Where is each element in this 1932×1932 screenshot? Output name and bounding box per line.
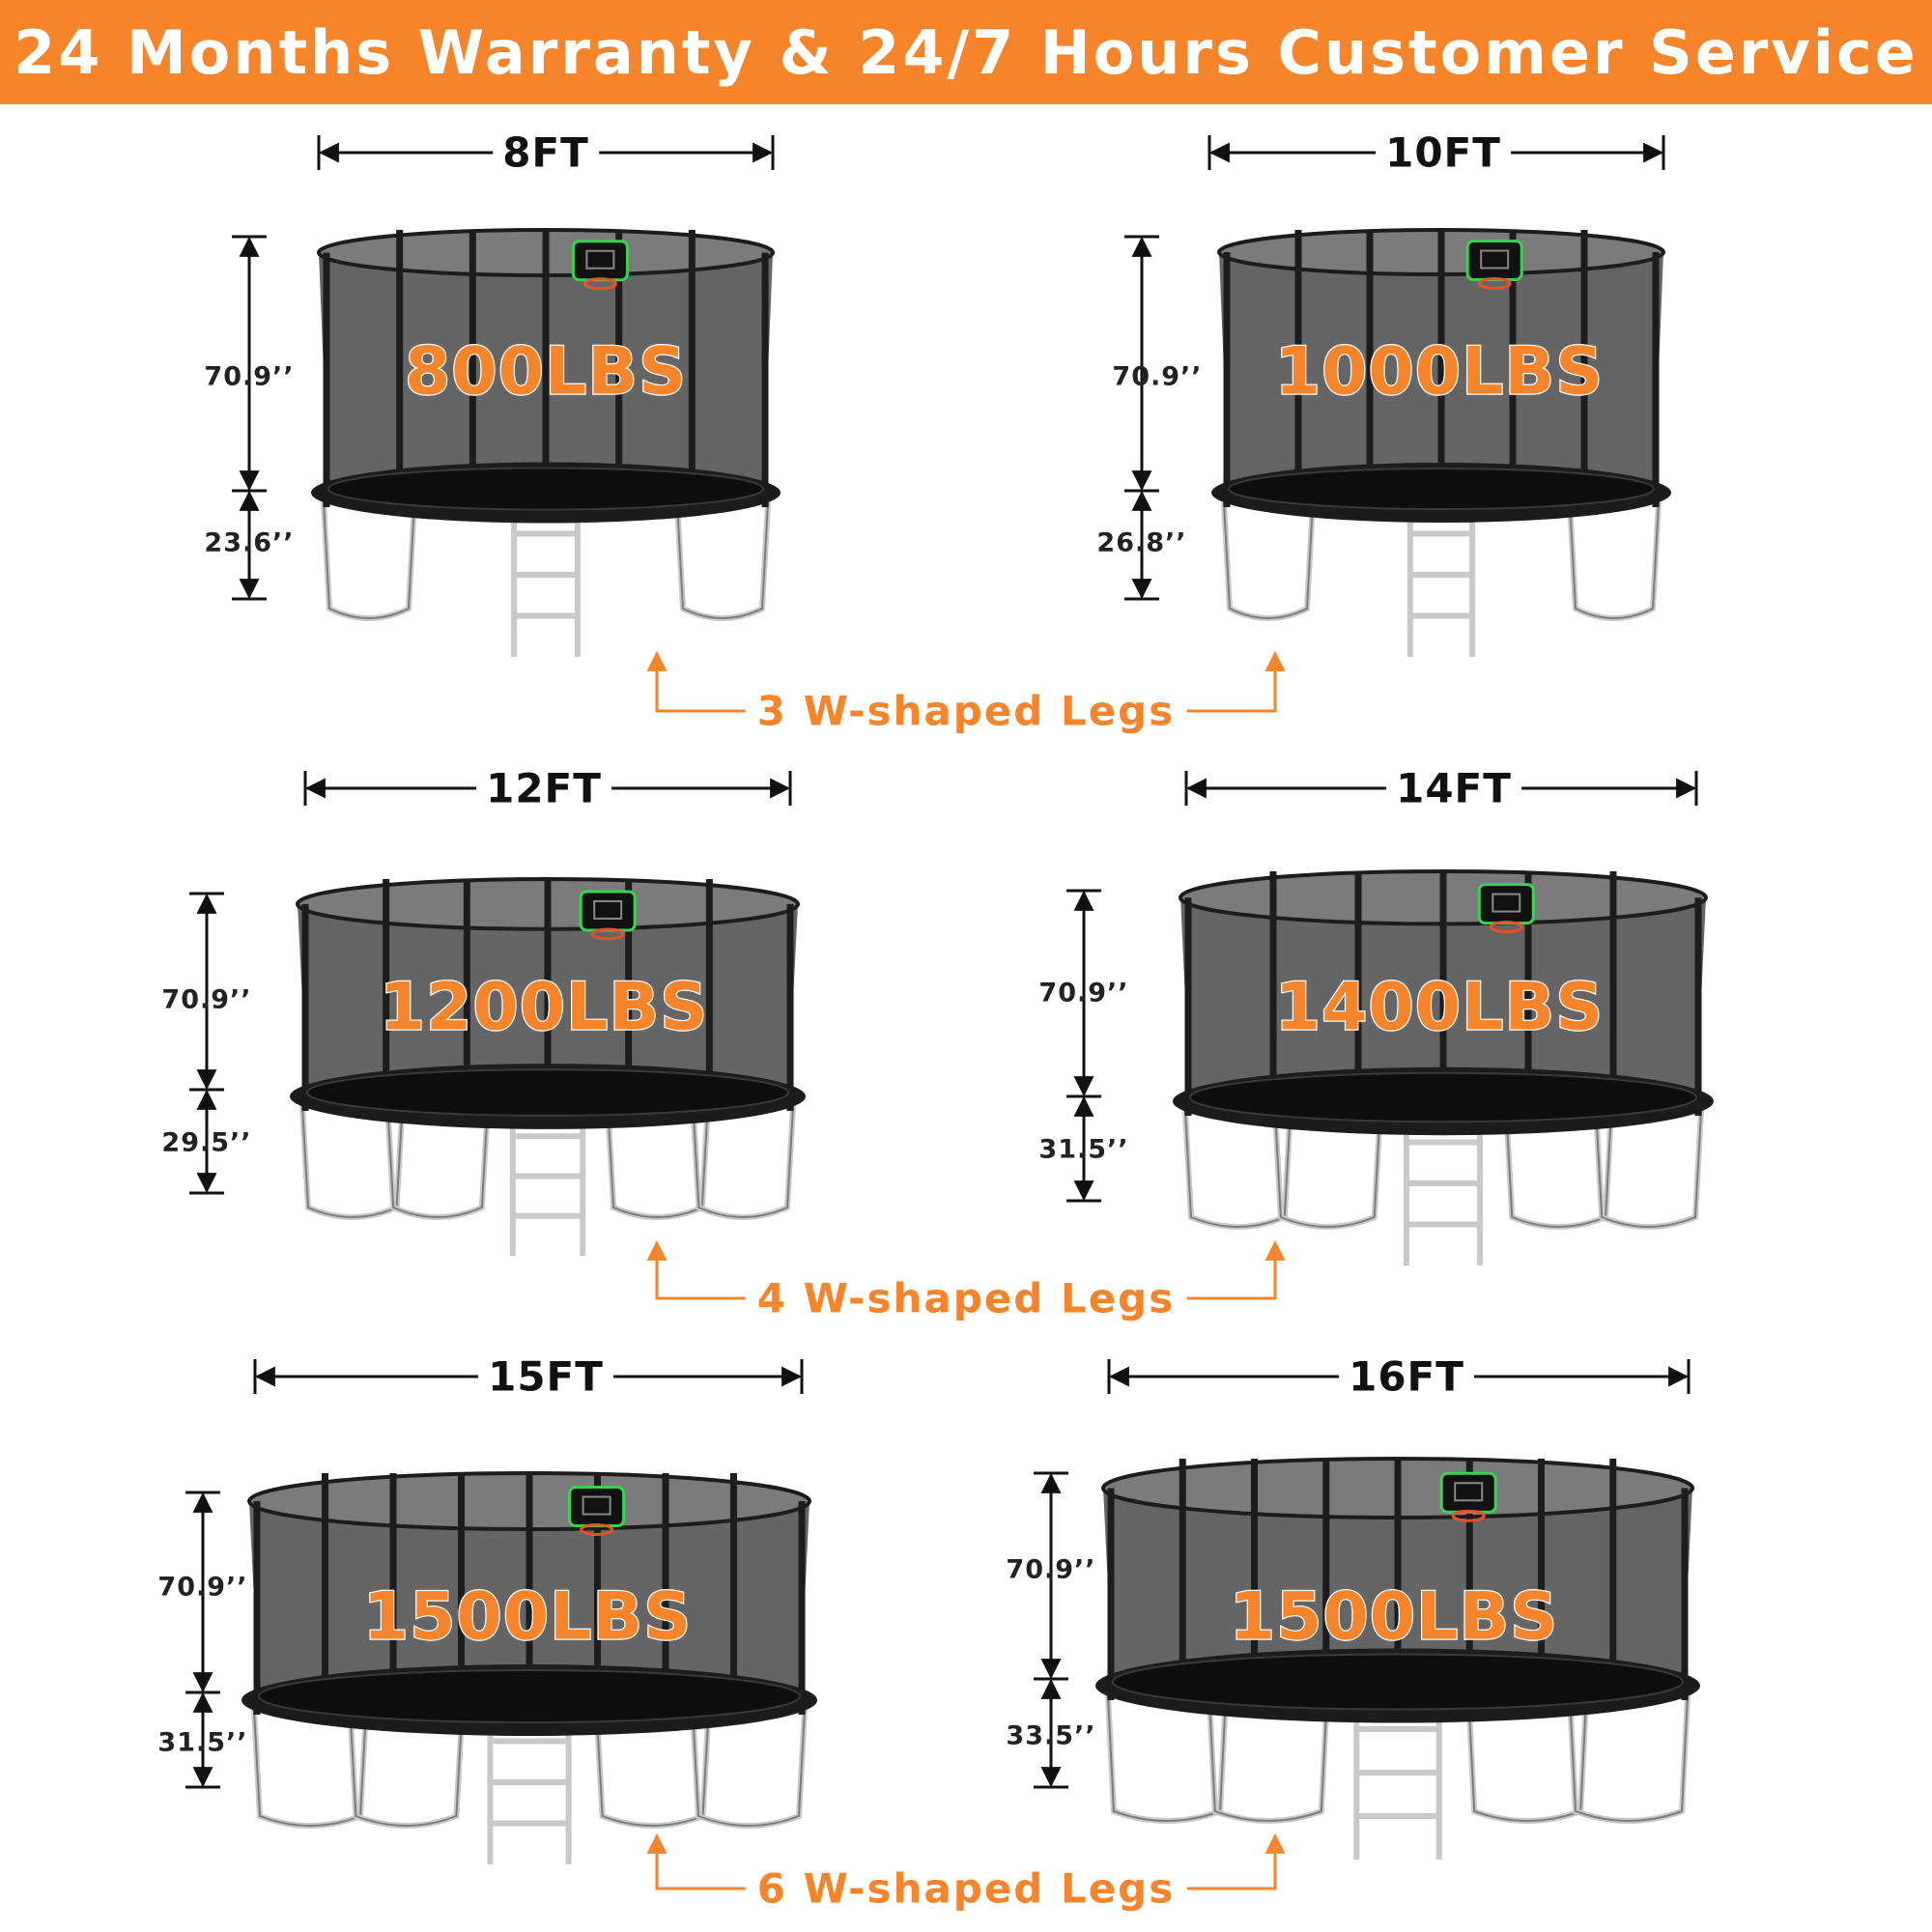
trampoline-6 xyxy=(1034,1359,1700,1860)
w-shaped-leg-edge xyxy=(1595,1110,1702,1228)
capacity-12ft: 1200LBS xyxy=(379,968,709,1047)
basketball-backboard xyxy=(579,890,637,932)
size-label-15ft: 15FT xyxy=(478,1352,613,1401)
banner-text: 24 Months Warranty & 24/7 Hours Customer… xyxy=(14,16,1918,88)
backboard-target xyxy=(593,899,623,920)
w-shaped-leg-edge xyxy=(692,1709,806,1827)
capacity-14ft: 1400LBS xyxy=(1274,968,1605,1047)
legs-arrow-left xyxy=(646,650,763,713)
jumping-mat xyxy=(1189,1071,1697,1123)
leg-group-arrow-1 xyxy=(646,650,1286,713)
w-shaped-leg xyxy=(674,501,771,621)
legs-arrow-right xyxy=(1169,650,1286,713)
backboard-target xyxy=(1454,1482,1484,1502)
basketball-backboard xyxy=(1477,883,1535,925)
w-shaped-leg xyxy=(1567,501,1662,621)
jumping-mat xyxy=(327,467,764,511)
trampoline-1 xyxy=(232,135,781,657)
frame-height-15ft: 31.5’’ xyxy=(157,1727,248,1758)
warranty-banner: 24 Months Warranty & 24/7 Hours Customer… xyxy=(0,0,1932,104)
legs-arrow-right xyxy=(1169,1239,1286,1300)
enclosure-height-10ft: 70.9’’ xyxy=(1112,361,1203,392)
enclosure-height-16ft: 70.9’’ xyxy=(1006,1554,1096,1585)
legs-arrow-right xyxy=(1169,1833,1286,1890)
leg-group-arrow-3 xyxy=(646,1833,1286,1890)
basketball-rim xyxy=(590,927,625,941)
jumping-mat xyxy=(258,1669,801,1723)
capacity-16ft: 1500LBS xyxy=(1229,1577,1559,1657)
capacity-10ft: 1000LBS xyxy=(1274,332,1605,412)
enclosure-height-12ft: 70.9’’ xyxy=(161,984,252,1015)
basketball-rim xyxy=(1477,277,1512,290)
basketball-rim xyxy=(582,277,617,291)
w-shaped-leg-edge xyxy=(386,1105,489,1218)
w-shaped-leg-edge xyxy=(349,1709,464,1827)
basketball-backboard xyxy=(1465,240,1523,281)
trampoline-5 xyxy=(185,1359,817,1864)
trampoline-2 xyxy=(1124,135,1671,657)
size-label-10ft: 10FT xyxy=(1376,128,1511,177)
enclosure-height-15ft: 70.9’’ xyxy=(157,1572,248,1603)
size-label-16ft: 16FT xyxy=(1339,1352,1474,1401)
w-shaped-leg xyxy=(1221,501,1316,621)
jumping-mat xyxy=(1112,1653,1684,1711)
w-shaped-leg-edge xyxy=(1273,1110,1381,1228)
w-shaped-leg-edge xyxy=(692,1105,794,1218)
backboard-target xyxy=(585,249,615,270)
capacity-8ft: 800LBS xyxy=(404,332,688,412)
leg-group-arrow-2 xyxy=(646,1239,1286,1300)
enclosure-height-8ft: 70.9’’ xyxy=(204,361,295,392)
trampoline-3 xyxy=(189,771,806,1256)
size-label-12ft: 12FT xyxy=(476,764,611,812)
backboard-target xyxy=(582,1495,611,1516)
legs-label-4: 4 W-shaped Legs xyxy=(745,1274,1187,1322)
legs-label-6: 6 W-shaped Legs xyxy=(745,1864,1187,1913)
jumping-mat xyxy=(306,1068,789,1117)
frame-height-14ft: 31.5’’ xyxy=(1038,1134,1129,1165)
backboard-target xyxy=(1492,893,1521,913)
basketball-backboard xyxy=(571,240,629,282)
legs-arrow-left xyxy=(646,1239,763,1300)
basketball-rim xyxy=(1489,921,1523,934)
frame-height-8ft: 23.6’’ xyxy=(204,527,295,558)
w-shaped-leg-edge xyxy=(676,501,769,619)
w-shaped-leg-edge xyxy=(1208,1694,1328,1822)
w-shaped-leg-edge xyxy=(1223,501,1314,619)
basketball-backboard xyxy=(1439,1471,1497,1514)
frame-height-16ft: 33.5’’ xyxy=(1006,1720,1096,1751)
frame-height-10ft: 26.8’’ xyxy=(1096,527,1187,558)
enclosure-height-14ft: 70.9’’ xyxy=(1038,978,1129,1009)
jumping-mat xyxy=(1228,468,1655,510)
w-shaped-leg-edge xyxy=(1569,501,1660,619)
w-shaped-leg-edge xyxy=(323,501,415,619)
w-shaped-leg-edge xyxy=(1569,1694,1689,1822)
backboard-target xyxy=(1480,249,1510,270)
basketball-rim xyxy=(1451,1509,1486,1522)
w-shaped-leg xyxy=(321,501,417,621)
trampoline-4 xyxy=(1066,771,1714,1265)
size-label-8ft: 8FT xyxy=(493,128,599,177)
legs-label-3: 3 W-shaped Legs xyxy=(745,687,1187,735)
legs-arrow-left xyxy=(646,1833,763,1890)
size-label-14ft: 14FT xyxy=(1386,764,1521,812)
frame-height-12ft: 29.5’’ xyxy=(161,1127,252,1158)
basketball-backboard xyxy=(568,1486,626,1527)
basketball-rim xyxy=(580,1523,614,1536)
capacity-15ft: 1500LBS xyxy=(362,1577,693,1657)
